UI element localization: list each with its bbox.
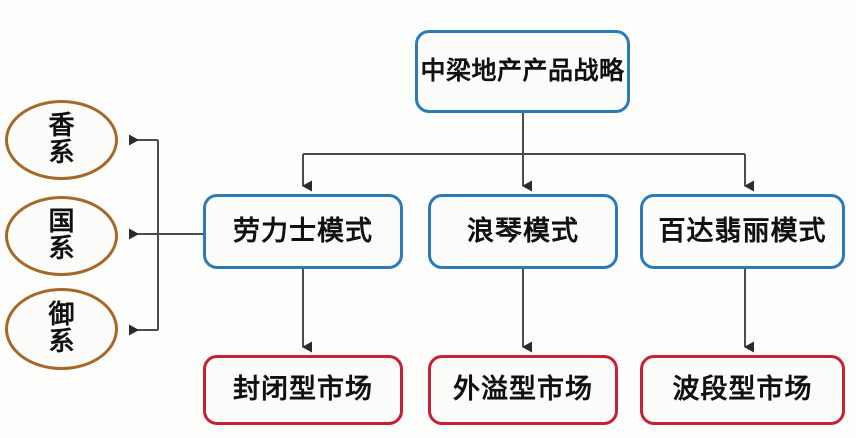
node-label-stack: 国 系 <box>48 206 75 264</box>
node-label: 浪琴模式 <box>467 215 579 247</box>
node-strategy-patek-philippe[interactable]: 百达翡丽模式 <box>640 194 845 269</box>
node-series-yu[interactable]: 御 系 <box>5 288 118 370</box>
node-label-stack: 香 系 <box>48 110 75 168</box>
node-market-swing[interactable]: 波段型市场 <box>640 355 845 425</box>
node-label-line-2: 系 <box>48 327 75 357</box>
node-product-strategy-root[interactable]: 中梁地产产品战略 <box>415 30 630 113</box>
node-label-line-1: 御 <box>48 299 75 330</box>
node-label-stack: 御 系 <box>48 299 75 357</box>
node-strategy-longines[interactable]: 浪琴模式 <box>428 194 618 269</box>
node-label: 百达翡丽模式 <box>658 215 827 247</box>
node-label: 波段型市场 <box>672 374 813 406</box>
node-strategy-rolex[interactable]: 劳力士模式 <box>203 194 403 269</box>
node-series-guo[interactable]: 国 系 <box>5 196 118 276</box>
node-label: 封闭型市场 <box>233 374 373 406</box>
node-label-line-2: 系 <box>48 138 75 168</box>
node-label: 中梁地产产品战略 <box>420 56 625 86</box>
node-series-xiang[interactable]: 香 系 <box>5 100 118 180</box>
node-label-line-1: 国 <box>48 206 75 237</box>
node-market-spillover[interactable]: 外溢型市场 <box>428 355 618 425</box>
node-label-line-1: 香 <box>48 110 75 141</box>
node-label: 外溢型市场 <box>453 374 593 406</box>
node-label-line-2: 系 <box>48 234 75 264</box>
node-label: 劳力士模式 <box>233 215 373 247</box>
node-market-closed[interactable]: 封闭型市场 <box>203 355 403 425</box>
